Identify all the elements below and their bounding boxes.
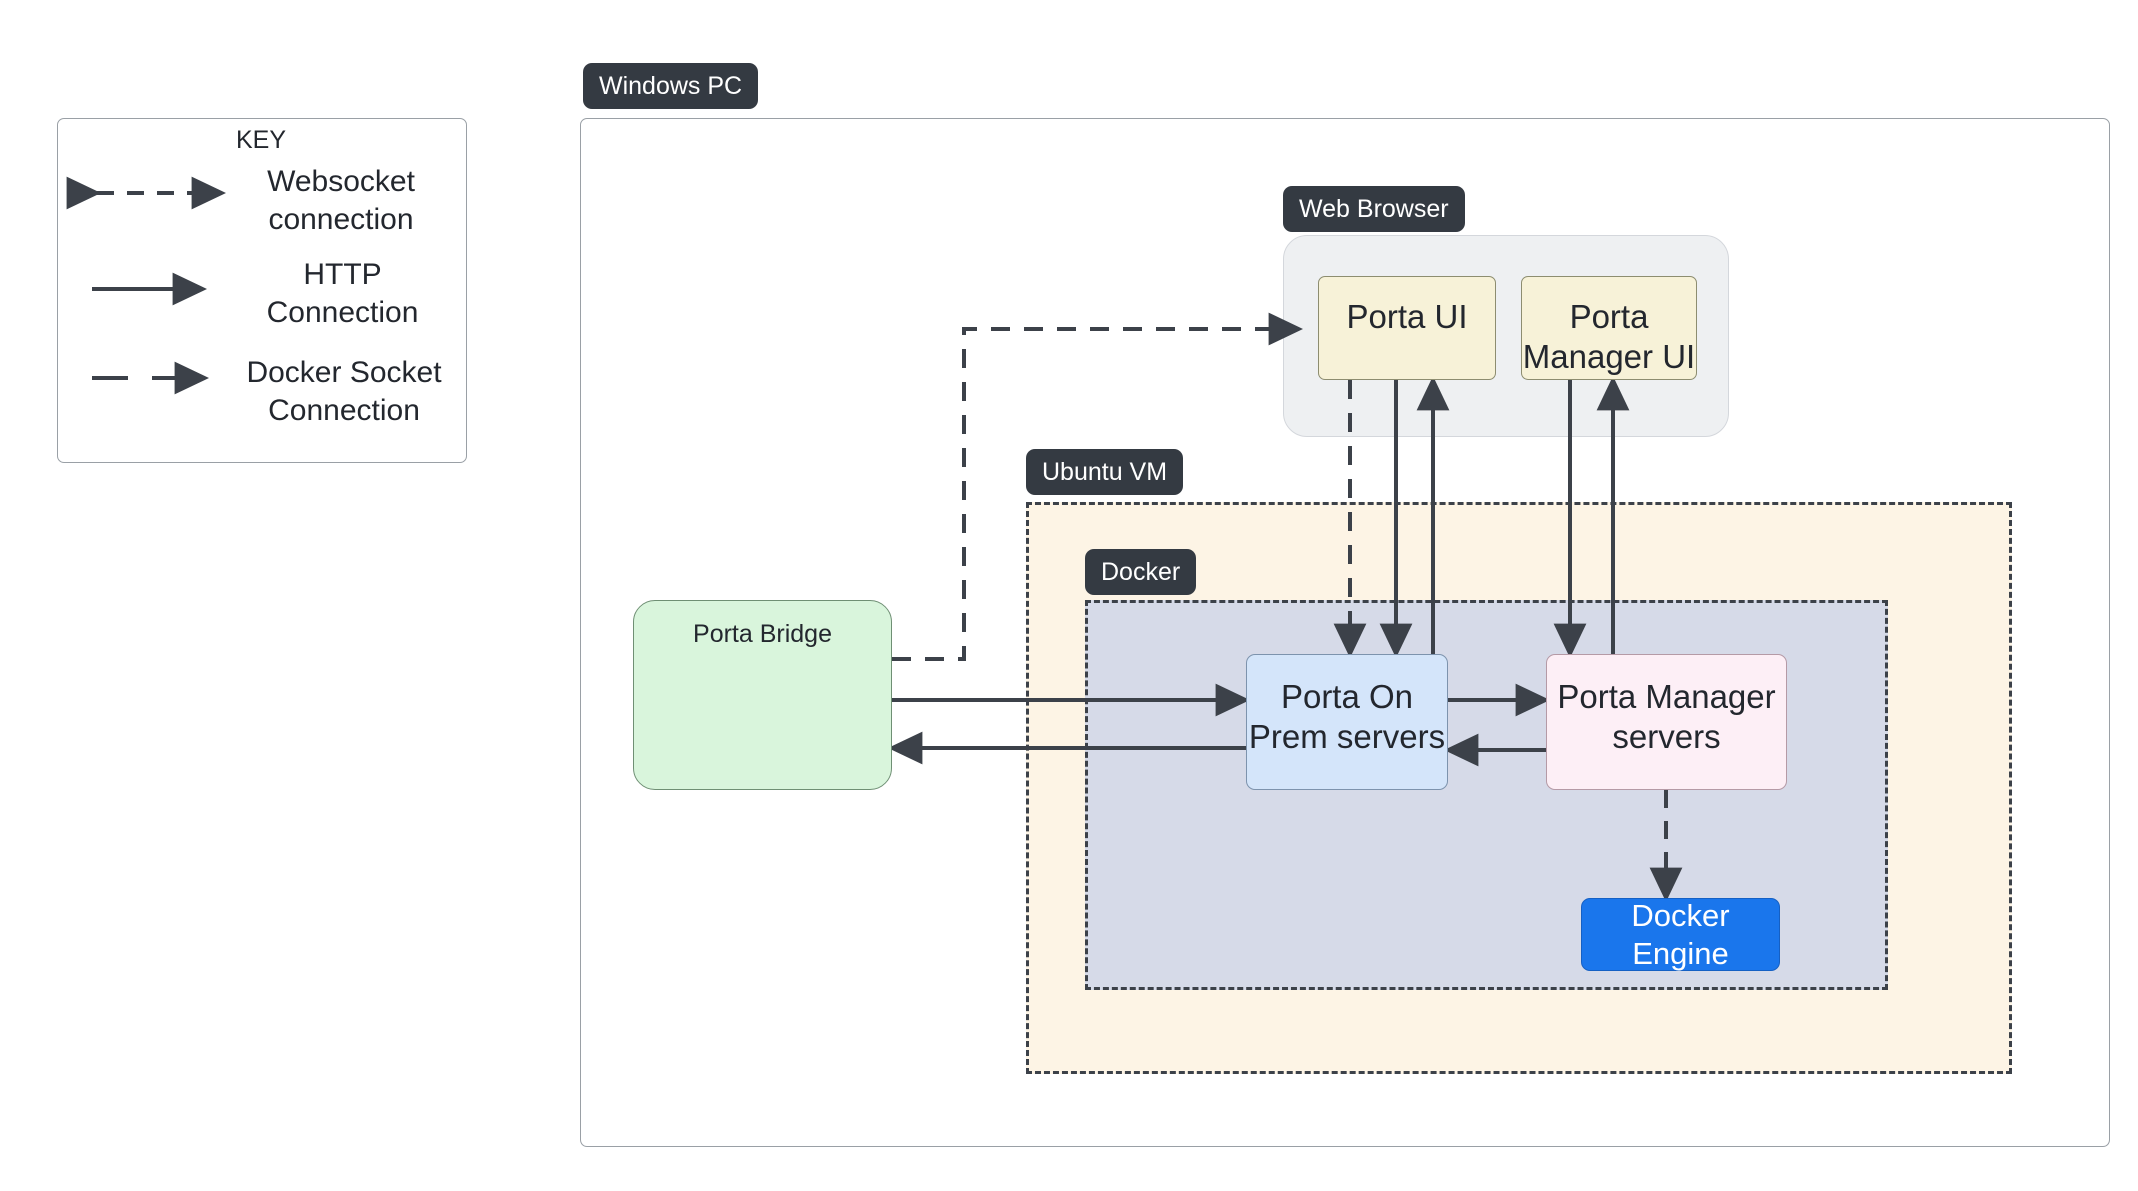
node-porta-ui[interactable]: Porta UI <box>1318 276 1496 380</box>
legend-label-docker-socket: Docker Socket Connection <box>246 356 442 427</box>
node-porta-manager-ui[interactable]: Porta Manager UI <box>1521 276 1697 380</box>
legend-label-http: HTTP Connection <box>266 258 419 329</box>
windows-pc-label: Windows PC <box>583 63 759 109</box>
legend-title: KEY <box>235 126 287 154</box>
legend-label-websocket: Websocket connection <box>267 165 415 236</box>
node-porta-bridge[interactable]: Porta Bridge <box>633 600 892 790</box>
node-docker-engine[interactable]: Docker Engine <box>1581 898 1780 971</box>
edge-bridge-to-porta-ui-websocket <box>861 312 1304 676</box>
web-browser-label: Web Browser <box>1283 186 1465 232</box>
node-porta-manager-servers[interactable]: Porta Manager servers <box>1546 654 1787 790</box>
node-porta-on-prem-servers[interactable]: Porta On Prem servers <box>1246 654 1448 790</box>
